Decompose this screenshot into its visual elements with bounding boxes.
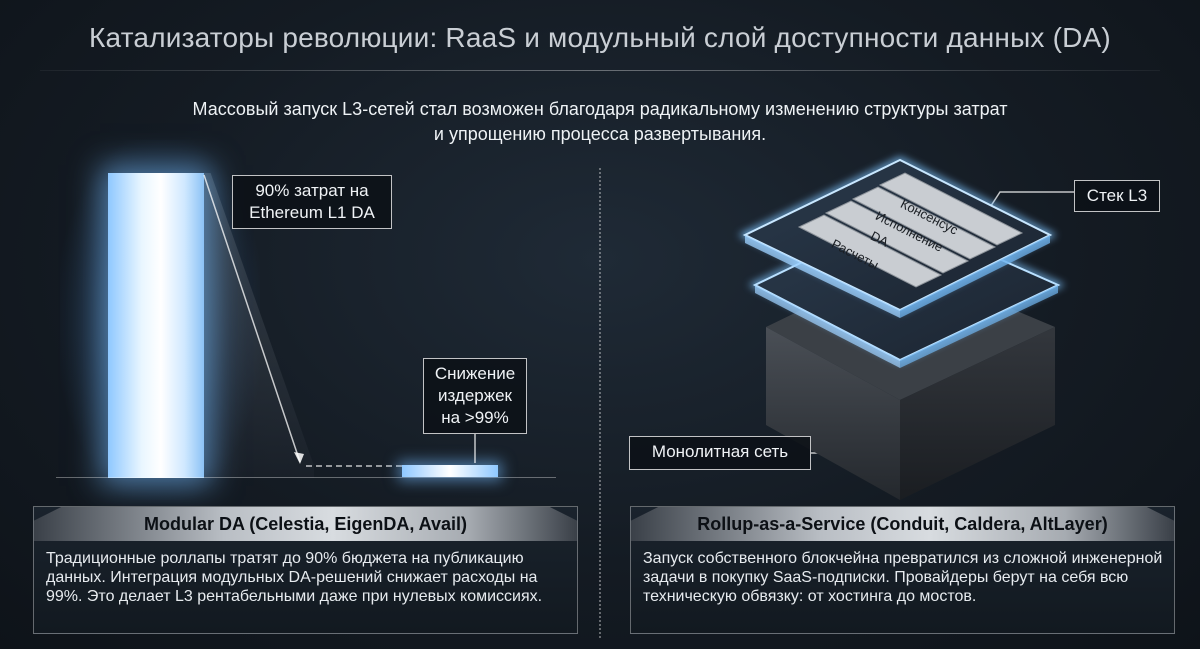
dashed-connector: [306, 465, 402, 467]
slab-execution: [851, 186, 997, 260]
panel-raas-title: Rollup-as-a-Service (Conduit, Caldera, A…: [631, 507, 1174, 541]
chart-baseline: [56, 477, 556, 478]
callout-cost-line-2: Ethereum L1 DA: [249, 203, 375, 222]
subtitle-line-1: Массовый запуск L3-сетей стал возможен б…: [192, 99, 1008, 119]
callout-cost-share: 90% затрат на Ethereum L1 DA: [232, 175, 392, 229]
monolith-right-face: [900, 327, 1055, 500]
panel-modular-da-body: Традиционные роллапы тратят до 90% бюдже…: [46, 550, 543, 605]
callout-reduction-line-3: на >99%: [441, 408, 509, 427]
arrow-head-left: [294, 452, 304, 464]
layer-slabs: [797, 172, 1024, 288]
panel-raas-body: Запуск собственного блокчейна превратилс…: [643, 550, 1163, 605]
panel-modular-da: Modular DA (Celestia, EigenDA, Avail) Тр…: [33, 506, 578, 634]
plate-upper-edge-left: [745, 235, 900, 318]
panel-modular-da-title: Modular DA (Celestia, EigenDA, Avail): [34, 507, 577, 541]
arrow-line-left: [203, 174, 301, 463]
slab-settlement: [797, 214, 943, 288]
page-title: Катализаторы революции: RaaS и модульный…: [89, 22, 1111, 53]
callout-reduction-line-2: издержек: [437, 386, 512, 405]
plate-lower-edge-left: [755, 285, 900, 368]
bar-modular-da-cost: [402, 465, 498, 477]
callout-reduction-line-1: Снижение: [434, 364, 516, 383]
callout-cost-line-1: 90% затрат на: [255, 181, 369, 200]
slab-consensus: [878, 172, 1024, 246]
plate-upper-edge-right: [900, 235, 1050, 318]
section-divider: [599, 168, 601, 638]
plate-lower-edge-right: [900, 285, 1058, 368]
panel-raas: Rollup-as-a-Service (Conduit, Caldera, A…: [630, 506, 1175, 634]
title-divider: [40, 70, 1160, 71]
monolith-left-face: [766, 327, 900, 500]
bar-ethereum-da-cost: [108, 173, 204, 478]
callout-l3-stack: Стек L3: [1074, 180, 1160, 212]
subtitle: Массовый запуск L3-сетей стал возможен б…: [0, 97, 1200, 147]
callout-monolith: Монолитная сеть: [629, 436, 811, 470]
slab-da: [824, 200, 970, 274]
subtitle-line-2: и упрощению процесса развертывания.: [433, 124, 767, 144]
callout-reduction: Снижение издержек на >99%: [423, 358, 527, 434]
